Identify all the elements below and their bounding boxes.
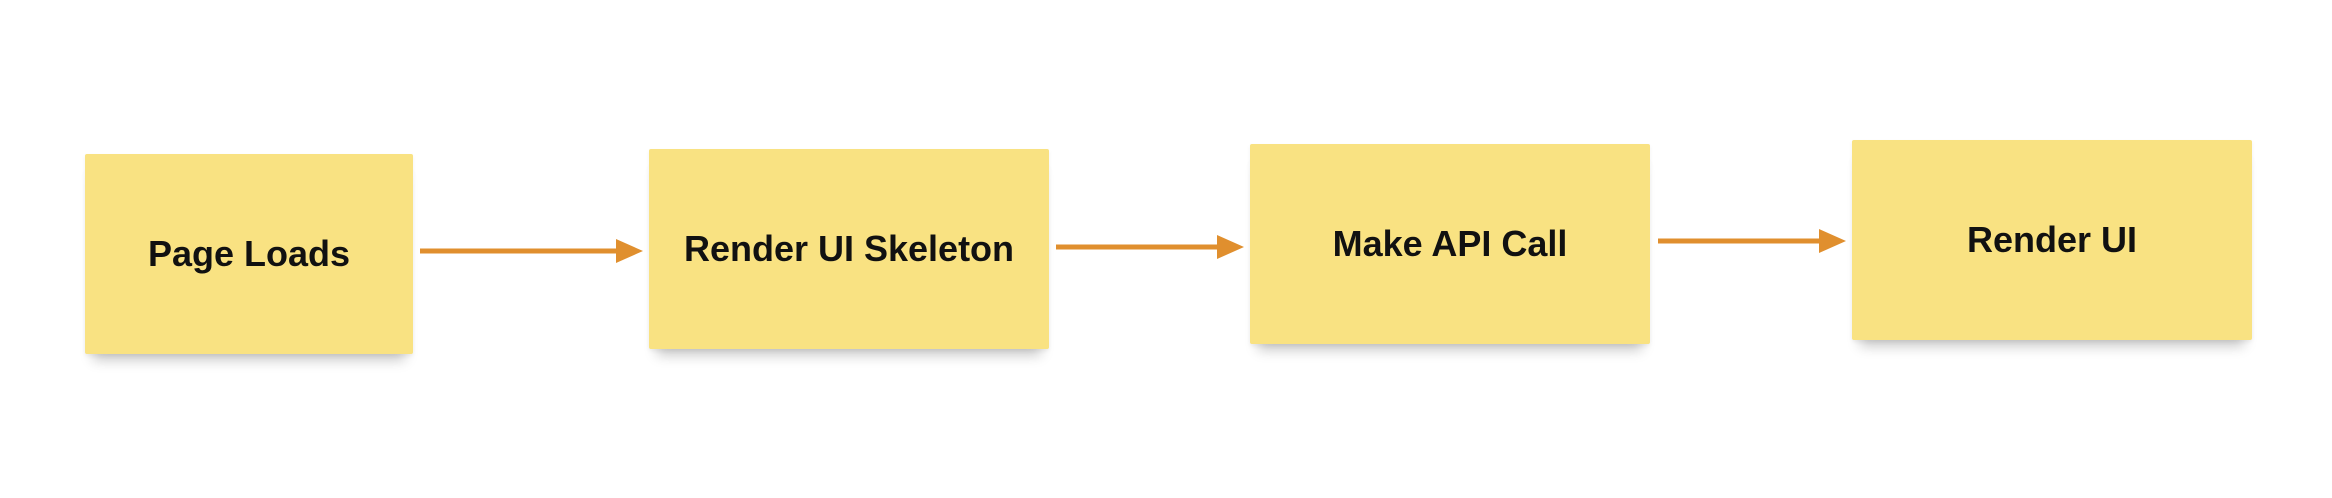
node-page-loads[interactable]: Page Loads — [85, 154, 413, 354]
arrow-head — [1217, 235, 1244, 259]
arrow-page-loads-to-render-ui-skeleton — [420, 239, 643, 263]
node-label: Render UI Skeleton — [683, 228, 1015, 269]
arrow-head — [616, 239, 643, 263]
node-label: Page Loads — [147, 233, 351, 274]
arrow-render-ui-skeleton-to-make-api-call — [1056, 235, 1244, 259]
node-render-ui[interactable]: Render UI — [1852, 140, 2252, 340]
node-label: Make API Call — [1332, 223, 1568, 264]
node-label: Render UI — [1966, 219, 2138, 260]
node-render-ui-skeleton[interactable]: Render UI Skeleton — [649, 149, 1049, 349]
arrow-make-api-call-to-render-ui — [1658, 229, 1846, 253]
node-make-api-call[interactable]: Make API Call — [1250, 144, 1650, 344]
arrow-head — [1819, 229, 1846, 253]
